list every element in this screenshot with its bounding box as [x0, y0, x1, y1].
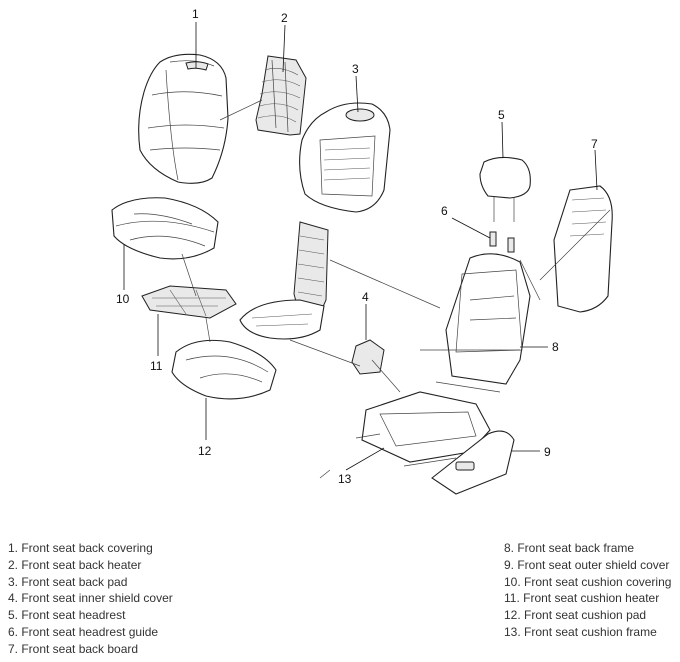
- legend-item-1: 1. Front seat back covering: [8, 541, 153, 555]
- legend-item-4: 4. Front seat inner shield cover: [8, 591, 173, 606]
- legend-item-3: 3. Front seat back pad: [8, 574, 128, 589]
- seat-back-board-lower: [239, 221, 329, 340]
- seat-back-pad: [299, 102, 391, 213]
- callout-8: 8: [552, 340, 559, 354]
- legend-item-6: 6. Front seat headrest guide: [8, 624, 159, 639]
- seat-cushion-pad: [171, 339, 277, 400]
- callout-12: 12: [198, 444, 212, 458]
- legend-item-11: 11. Front seat cushion heater: [504, 591, 660, 606]
- seat-cushion-heater: [141, 285, 237, 319]
- callout-13: 13: [338, 472, 352, 486]
- callout-4: 4: [362, 290, 369, 304]
- legend-right: 8. Front seat back frame 9. Front seat o…: [504, 540, 671, 641]
- legend-item-10: 10. Front seat cushion covering: [504, 574, 672, 589]
- legend-item-7: 7. Front seat back board: [8, 641, 139, 656]
- legend-left: 1. Front seat back covering 2. Front sea…: [8, 540, 173, 658]
- legend-item-8: 8. Front seat back frame: [504, 541, 635, 555]
- callout-labels: 1 2 3 4 5 6 7 8 9 10 11 12 13: [116, 7, 598, 486]
- seat-inner-shield-cover: [351, 339, 385, 375]
- callout-6: 6: [441, 204, 448, 218]
- seat-back-covering: [138, 53, 229, 184]
- legend-item-12: 12. Front seat cushion pad: [504, 608, 647, 623]
- leader-lines: [123, 22, 598, 471]
- callout-7: 7: [591, 137, 598, 151]
- seat-exploded-diagram: 1 2 3 4 5 6 7 8 9 10 11 12 13: [111, 7, 613, 495]
- seat-outer-shield-cover: [431, 430, 515, 495]
- assembly-guide-lines: [181, 99, 611, 479]
- seat-back-board: [553, 185, 613, 313]
- callout-11: 11: [150, 359, 163, 373]
- callout-5: 5: [498, 108, 505, 122]
- legend-item-13: 13. Front seat cushion frame: [504, 624, 657, 639]
- callout-9: 9: [544, 445, 551, 459]
- seat-headrest: [479, 156, 531, 222]
- seat-back-heater: [255, 55, 307, 136]
- seat-headrest-guide: [489, 231, 515, 253]
- legend-item-2: 2. Front seat back heater: [8, 557, 142, 572]
- callout-1: 1: [192, 7, 199, 21]
- legend-item-5: 5. Front seat headrest: [8, 608, 126, 623]
- seat-back-frame: [445, 253, 531, 385]
- callout-10: 10: [116, 292, 130, 306]
- callout-3: 3: [352, 62, 359, 76]
- seat-cushion-covering: [111, 197, 219, 260]
- callout-2: 2: [281, 11, 288, 25]
- legend-item-9: 9. Front seat outer shield cover: [504, 557, 670, 572]
